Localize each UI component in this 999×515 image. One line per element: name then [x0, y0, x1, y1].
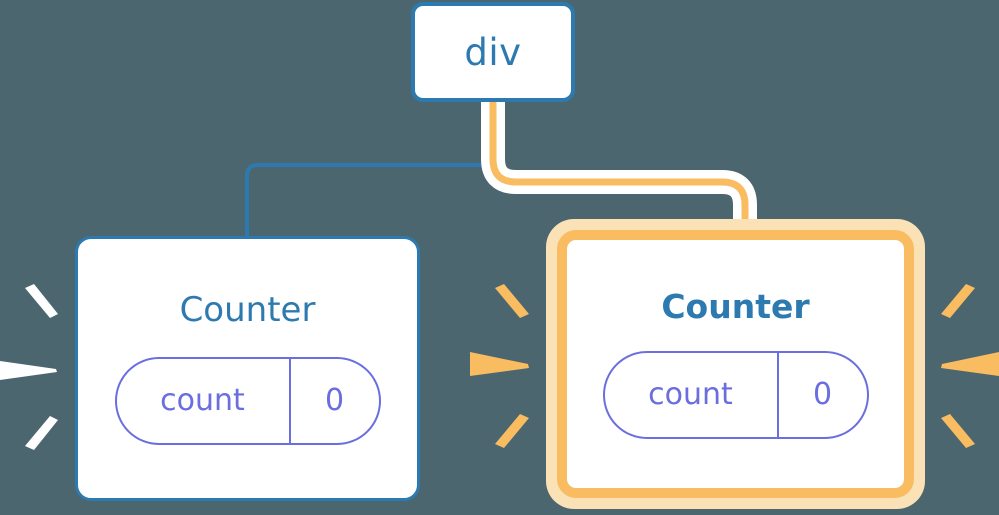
- sparkle-ray-amber-left-mid: [470, 352, 529, 376]
- sparkle-ray-white-top: [25, 284, 58, 318]
- node-counter-right[interactable]: Counter count 0: [546, 219, 925, 509]
- sparkle-ray-amber-left-bottom: [495, 414, 529, 448]
- sparkles-counter-right-amber-left: [470, 284, 529, 448]
- counter-right-prop-pill: count 0: [602, 350, 869, 439]
- counter-left-body: Counter count 0: [78, 239, 417, 498]
- sparkle-ray-white-bottom: [25, 416, 58, 450]
- node-div-label: div: [464, 30, 522, 74]
- node-div[interactable]: div: [411, 2, 575, 102]
- counter-left-prop-value: 0: [288, 358, 379, 443]
- sparkle-ray-amber-left-top: [495, 284, 529, 318]
- counter-right-highlight-frame: Counter count 0: [557, 230, 914, 498]
- sparkle-ray-amber-right-bottom: [941, 414, 975, 448]
- sparkle-ray-amber-right-mid: [941, 352, 999, 376]
- counter-right-prop-value: 0: [776, 352, 867, 437]
- counter-left-title: Counter: [179, 289, 316, 330]
- counter-right-title: Counter: [661, 286, 810, 326]
- counter-left-prop-key: count: [160, 382, 245, 418]
- sparkle-ray-amber-right-top: [941, 284, 975, 318]
- sparkles-counter-right-amber-right: [941, 284, 999, 448]
- sparkle-ray-white-mid: [0, 361, 57, 380]
- node-counter-left[interactable]: Counter count 0: [75, 236, 420, 501]
- sparkles-counter-left-white: [0, 284, 58, 450]
- counter-right-body: Counter count 0: [567, 240, 904, 488]
- edge-div-to-counter-right: [489, 102, 749, 232]
- counter-right-prop-key: count: [648, 376, 733, 412]
- counter-left-prop-pill: count 0: [114, 356, 381, 445]
